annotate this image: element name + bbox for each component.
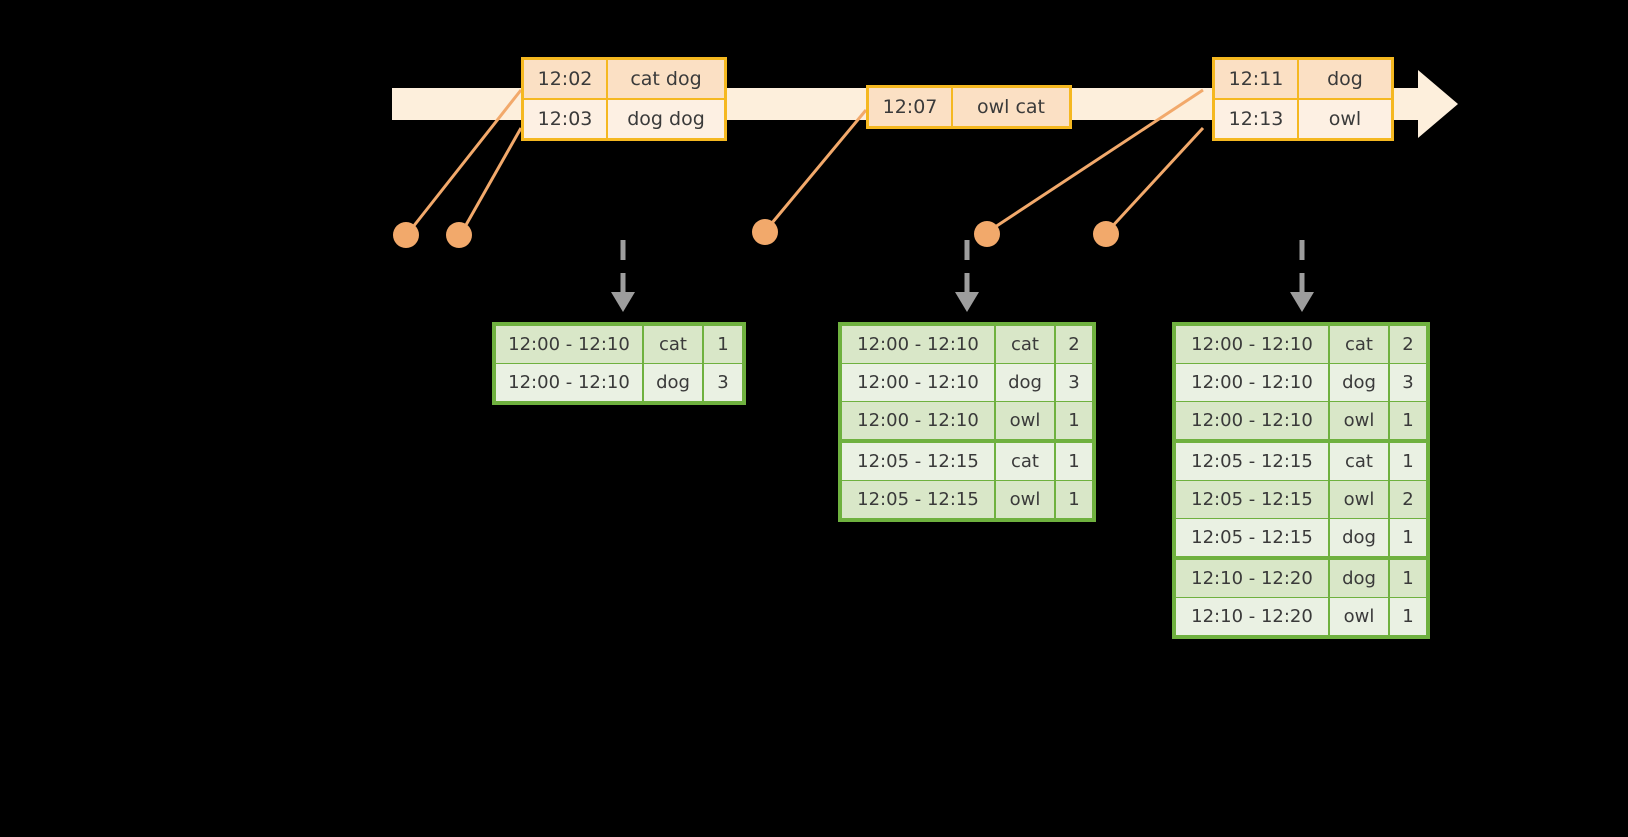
connector-dot-5 — [1093, 221, 1119, 247]
event-row[interactable]: 12:03 dog dog — [524, 98, 724, 138]
event-time: 12:03 — [524, 100, 608, 138]
cell-count: 1 — [1056, 481, 1092, 518]
cell-window: 12:05 - 12:15 — [842, 443, 994, 480]
cell-count: 1 — [1056, 443, 1092, 480]
cell-window: 12:00 - 12:10 — [1176, 364, 1328, 401]
cell-word: owl — [1330, 598, 1388, 635]
table-row[interactable]: 12:00 - 12:10 dog 3 — [842, 364, 1092, 401]
dashed-arrow-1 — [611, 240, 635, 312]
event-row[interactable]: 12:11 dog — [1215, 60, 1391, 98]
connector-dot-4 — [974, 221, 1000, 247]
table-row[interactable]: 12:00 - 12:10 cat 2 — [842, 326, 1092, 363]
cell-window: 12:00 - 12:10 — [1176, 402, 1328, 439]
event-time: 12:11 — [1215, 60, 1299, 98]
event-words: owl — [1328, 108, 1362, 130]
cell-count: 3 — [1056, 364, 1092, 401]
event-row[interactable]: 12:13 owl — [1215, 98, 1391, 138]
cell-word: owl — [996, 402, 1054, 439]
event-words: dog — [1327, 68, 1363, 90]
table-row[interactable]: 12:00 - 12:10 dog 3 — [1176, 364, 1426, 401]
cell-window: 12:10 - 12:20 — [1176, 560, 1328, 597]
cell-window: 12:05 - 12:15 — [842, 481, 994, 518]
event-box-1[interactable]: 12:02 cat dog 12:03 dog dog — [521, 57, 727, 141]
connector-dot-3 — [752, 219, 778, 245]
cell-count: 2 — [1056, 326, 1092, 363]
cell-word: dog — [1330, 364, 1388, 401]
table-row[interactable]: 12:00 - 12:10 owl 1 — [842, 402, 1092, 439]
event-box-2[interactable]: 12:07 owl cat — [866, 85, 1072, 129]
cell-window: 12:00 - 12:10 — [496, 326, 642, 363]
cell-count: 1 — [1390, 443, 1426, 480]
cell-word: cat — [644, 326, 702, 363]
cell-count: 3 — [704, 364, 742, 401]
cell-word: owl — [1330, 402, 1388, 439]
cell-count: 3 — [1390, 364, 1426, 401]
cell-count: 1 — [1056, 402, 1092, 439]
cell-window: 12:00 - 12:10 — [1176, 326, 1328, 363]
table-row[interactable]: 12:05 - 12:15 dog 1 — [1176, 519, 1426, 556]
cell-word: cat — [996, 443, 1054, 480]
cell-count: 2 — [1390, 326, 1426, 363]
cell-window: 12:05 - 12:15 — [1176, 443, 1328, 480]
dashed-arrow-3 — [1290, 240, 1314, 312]
event-words: dog dog — [627, 108, 705, 130]
cell-count: 1 — [1390, 402, 1426, 439]
cell-window: 12:00 - 12:10 — [842, 364, 994, 401]
connector-dots — [393, 219, 1119, 248]
event-time: 12:02 — [524, 60, 608, 98]
cell-word: owl — [1330, 481, 1388, 518]
table-row[interactable]: 12:05 - 12:15 owl 1 — [842, 481, 1092, 518]
cell-window: 12:05 - 12:15 — [1176, 519, 1328, 556]
result-table-2[interactable]: 12:00 - 12:10 cat 2 12:00 - 12:10 dog 3 … — [838, 322, 1096, 522]
cell-window: 12:00 - 12:10 — [842, 326, 994, 363]
table-row[interactable]: 12:00 - 12:10 owl 1 — [1176, 402, 1426, 439]
event-words: cat dog — [630, 68, 702, 90]
cell-window: 12:10 - 12:20 — [1176, 598, 1328, 635]
cell-count: 1 — [1390, 598, 1426, 635]
cell-word: owl — [996, 481, 1054, 518]
table-row[interactable]: 12:10 - 12:20 owl 1 — [1176, 598, 1426, 635]
table-row[interactable]: 12:00 - 12:10 cat 2 — [1176, 326, 1426, 363]
table-row[interactable]: 12:05 - 12:15 cat 1 — [842, 443, 1092, 480]
event-row[interactable]: 12:07 owl cat — [869, 88, 1069, 126]
cell-count: 1 — [1390, 560, 1426, 597]
cell-word: cat — [1330, 443, 1388, 480]
cell-word: cat — [1330, 326, 1388, 363]
dashed-arrow-2 — [955, 240, 979, 312]
cell-word: dog — [644, 364, 702, 401]
event-words: owl cat — [976, 96, 1046, 118]
cell-word: dog — [996, 364, 1054, 401]
table-row[interactable]: 12:00 - 12:10 dog 3 — [496, 364, 742, 401]
cell-window: 12:00 - 12:10 — [496, 364, 642, 401]
event-box-3[interactable]: 12:11 dog 12:13 owl — [1212, 57, 1394, 141]
cell-window: 12:05 - 12:15 — [1176, 481, 1328, 518]
cell-count: 1 — [1390, 519, 1426, 556]
cell-count: 1 — [704, 326, 742, 363]
cell-word: dog — [1330, 560, 1388, 597]
event-time: 12:07 — [869, 88, 953, 126]
event-row[interactable]: 12:02 cat dog — [524, 60, 724, 98]
cell-word: cat — [996, 326, 1054, 363]
event-time: 12:13 — [1215, 100, 1299, 138]
result-table-1[interactable]: 12:00 - 12:10 cat 1 12:00 - 12:10 dog 3 — [492, 322, 746, 405]
dashed-arrows — [611, 240, 1314, 312]
connector-dot-2 — [446, 222, 472, 248]
table-row[interactable]: 12:10 - 12:20 dog 1 — [1176, 560, 1426, 597]
connector-dot-1 — [393, 222, 419, 248]
table-row[interactable]: 12:05 - 12:15 cat 1 — [1176, 443, 1426, 480]
result-table-3[interactable]: 12:00 - 12:10 cat 2 12:00 - 12:10 dog 3 … — [1172, 322, 1430, 639]
table-row[interactable]: 12:00 - 12:10 cat 1 — [496, 326, 742, 363]
table-row[interactable]: 12:05 - 12:15 owl 2 — [1176, 481, 1426, 518]
cell-window: 12:00 - 12:10 — [842, 402, 994, 439]
cell-word: dog — [1330, 519, 1388, 556]
cell-count: 2 — [1390, 481, 1426, 518]
